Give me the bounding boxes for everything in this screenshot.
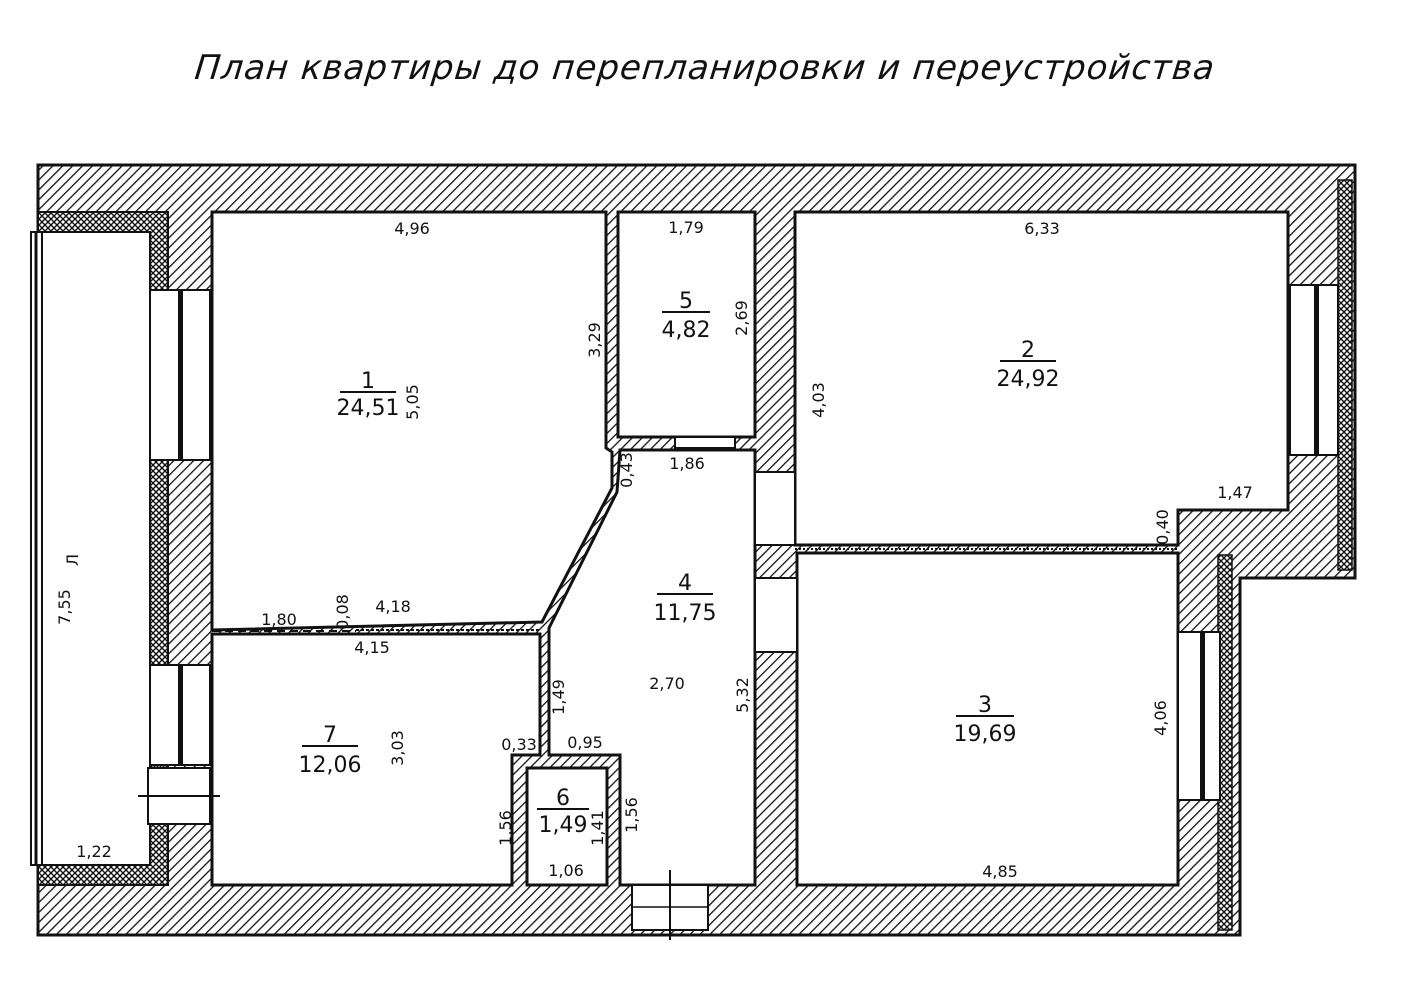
room-label-2: 224,92 [997,338,1060,392]
svg-text:7,55: 7,55 [55,589,74,625]
room-label-1: 124,51 [337,369,400,421]
svg-text:4,03: 4,03 [809,382,828,418]
svg-text:Л: Л [63,554,82,566]
room-1 [210,210,614,632]
svg-text:1,86: 1,86 [669,454,705,473]
svg-text:12,06: 12,06 [299,753,362,778]
svg-text:3,29: 3,29 [585,322,604,358]
svg-text:1,49: 1,49 [549,679,568,715]
svg-text:0,95: 0,95 [567,733,603,752]
svg-text:2,69: 2,69 [732,300,751,336]
svg-text:1,80: 1,80 [261,610,297,629]
room-label-3: 319,69 [954,693,1017,747]
svg-text:1,56: 1,56 [496,810,515,846]
svg-text:2: 2 [1021,338,1035,363]
window-room-2 [1289,284,1339,456]
svg-text:4,82: 4,82 [662,318,711,343]
svg-text:2,70: 2,70 [649,674,685,693]
svg-text:1,22: 1,22 [76,842,112,861]
room-5 [616,210,757,439]
svg-text:24,51: 24,51 [337,396,400,421]
svg-text:5,05: 5,05 [403,384,422,420]
svg-text:3: 3 [978,693,992,718]
svg-text:1: 1 [361,369,375,394]
svg-text:1,41: 1,41 [588,810,607,846]
svg-text:1,56: 1,56 [622,797,641,833]
svg-text:5,32: 5,32 [733,677,752,713]
svg-text:5: 5 [679,289,693,314]
room-7 [210,632,542,887]
svg-text:11,75: 11,75 [654,601,717,626]
svg-text:1,79: 1,79 [668,218,704,237]
room-label-7: 712,06 [299,723,362,778]
svg-text:4: 4 [678,571,692,596]
svg-text:6: 6 [556,786,570,811]
opening-room-2 [754,471,796,546]
room-6 [525,766,609,887]
svg-text:4,18: 4,18 [375,597,411,616]
svg-text:0,40: 0,40 [1153,509,1172,545]
room-label-6: 61,49 [537,786,589,838]
svg-text:6,33: 6,33 [1024,219,1060,238]
window-room-1 [149,289,211,461]
svg-text:1,06: 1,06 [548,861,584,880]
right-insulation [1337,179,1353,571]
opening-room-3 [754,577,798,653]
room-label-5: 54,82 [662,289,711,343]
svg-text:0,08: 0,08 [333,594,352,630]
window-room-7 [149,664,211,766]
dimension-labels: 4,96 5,05 3,29 1,79 2,69 6,33 4,03 1,47 … [55,218,1253,881]
svg-text:0,43: 0,43 [617,452,636,488]
window-room-3 [1177,631,1221,801]
balcony-door [138,767,220,825]
room-3 [795,551,1180,887]
svg-text:4,85: 4,85 [982,862,1018,881]
svg-text:7: 7 [323,723,337,748]
room-5-door [674,436,736,449]
svg-text:3,03: 3,03 [388,730,407,766]
room-label-4: 411,75 [654,571,717,626]
svg-text:1,47: 1,47 [1217,483,1253,502]
svg-text:24,92: 24,92 [997,367,1060,392]
svg-text:4,06: 4,06 [1151,700,1170,736]
balcony [41,231,151,866]
svg-text:0,33: 0,33 [501,735,537,754]
svg-text:4,15: 4,15 [354,638,390,657]
svg-text:4,96: 4,96 [394,219,430,238]
svg-text:19,69: 19,69 [954,722,1017,747]
svg-text:1,49: 1,49 [539,813,588,838]
